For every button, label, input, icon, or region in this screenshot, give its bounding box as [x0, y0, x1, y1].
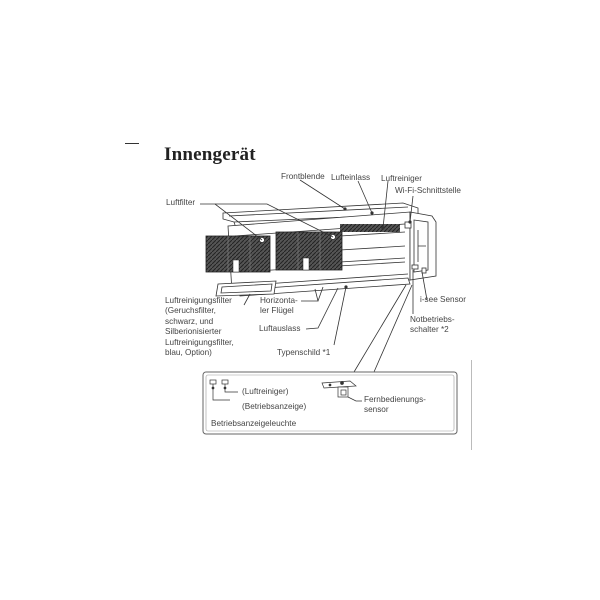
- label-line: sensor: [364, 405, 389, 415]
- air-filter-right: [275, 231, 343, 271]
- label-line: Silberionisierter: [165, 327, 222, 337]
- label-line: Luftreinigungsfilter: [165, 296, 232, 305]
- label-lufteinlass: Lufteinlass: [331, 173, 371, 182]
- label-typenschild: Typenschild *1: [277, 348, 331, 357]
- label-luftreiniger-lamp: (Luftreiniger): [242, 387, 289, 396]
- label-line: Horizonta-: [260, 296, 298, 305]
- label-line: ler Flügel: [260, 306, 294, 316]
- label-line: (Geruchsfilter,: [165, 306, 216, 316]
- label-luftauslass: Luftauslass: [259, 324, 301, 333]
- remote-sensor-icon: [321, 380, 362, 402]
- label-betriebsanzeigeleuchte: Betriebsanzeigeleuchte: [211, 419, 297, 428]
- label-wifi: Wi-Fi-Schnittstelle: [395, 186, 461, 195]
- section-marker: [125, 143, 139, 144]
- detail-box: [202, 371, 458, 435]
- leader-lines: [200, 179, 428, 373]
- label-line: schwarz, und: [165, 316, 214, 326]
- label-luftfilter: Luftfilter: [166, 198, 196, 207]
- label-line: schalter *2: [410, 325, 449, 335]
- label-horizontaler-fluegel: Horizonta- ler Flügel: [260, 296, 298, 317]
- label-luftreinigungsfilter: Luftreinigungsfilter (Geruchsfilter, sch…: [165, 296, 234, 358]
- indicator-lamps-icon: [209, 379, 238, 401]
- label-betriebsanzeige-lamp: (Betriebsanzeige): [242, 402, 307, 411]
- section-title: Innengerät: [164, 144, 256, 165]
- page-divider: [471, 360, 472, 450]
- air-filter-left: [205, 235, 271, 273]
- label-line: Notbetriebs-: [410, 315, 455, 324]
- label-fernbedienungssensor: Fernbedienungs- sensor: [364, 395, 426, 416]
- label-line: blau, Option): [165, 348, 212, 358]
- label-luftreiniger: Luftreiniger: [381, 174, 422, 183]
- label-line: Fernbedienungs-: [364, 395, 426, 404]
- label-frontblende: Frontblende: [281, 172, 325, 181]
- label-isee-sensor: i-see Sensor: [420, 295, 466, 304]
- label-notbetriebsschalter: Notbetriebs- schalter *2: [410, 315, 455, 336]
- label-line: Luftreinigungsfilter,: [165, 337, 234, 347]
